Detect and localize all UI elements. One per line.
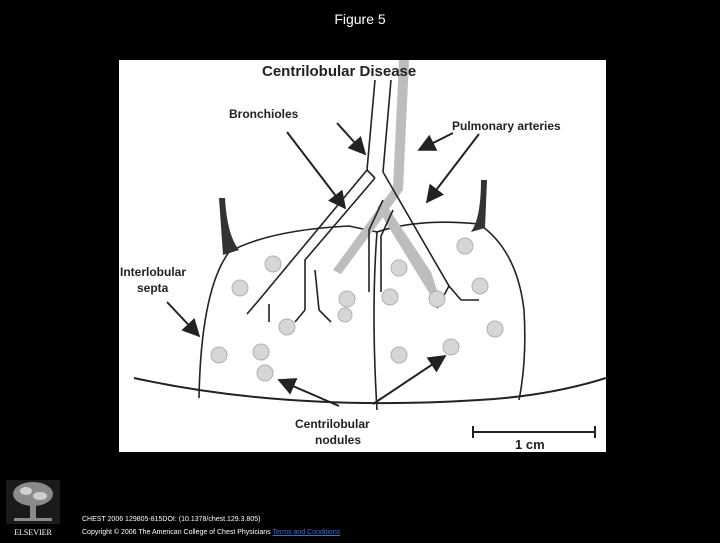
label-nodules-line1: Centrilobular (295, 417, 370, 431)
citation: CHEST 2006 129805-815DOI: (10.1378/chest… (82, 513, 340, 539)
bronchiole-tree (246, 79, 479, 323)
label-nodules-line2: nodules (315, 433, 361, 447)
centrilobular-nodules (210, 237, 504, 382)
pleura-line (133, 377, 606, 405)
copyright-text: Copyright © 2006 The American College of… (82, 529, 271, 536)
publisher-logo: ELSEVIER (4, 478, 62, 538)
citation-line1: CHEST 2006 129805-815DOI: (10.1378/chest… (82, 516, 261, 523)
publisher-logo-text: ELSEVIER (14, 528, 52, 537)
label-pulmonary-arteries: Pulmonary arteries (452, 119, 561, 133)
label-arrows (166, 122, 480, 407)
centrilobular-diagram: Centrilobular Disease Bronchioles Pulmon… (120, 60, 606, 452)
pulmonary-artery (333, 60, 409, 274)
terms-link[interactable]: Terms and Conditions (272, 529, 341, 536)
pulmonary-artery-branch (377, 200, 439, 296)
figure-panel: Centrilobular Disease Bronchioles Pulmon… (119, 60, 606, 452)
scale-bar (472, 426, 596, 438)
citation-line2: Copyright © 2006 The American College of… (82, 526, 340, 539)
label-interlobular-line2: septa (137, 281, 169, 295)
septum-right (471, 180, 487, 232)
lobule-left-outline (198, 225, 378, 411)
label-bronchioles: Bronchioles (229, 107, 299, 121)
tree-logo-icon: ELSEVIER (6, 480, 60, 537)
septum-left (219, 198, 239, 255)
slide-title: Figure 5 (334, 11, 386, 27)
label-interlobular-line1: Interlobular (120, 265, 186, 279)
lobule-right-outline (376, 221, 526, 401)
diagram-title: Centrilobular Disease (262, 63, 416, 80)
label-scale: 1 cm (515, 437, 545, 452)
